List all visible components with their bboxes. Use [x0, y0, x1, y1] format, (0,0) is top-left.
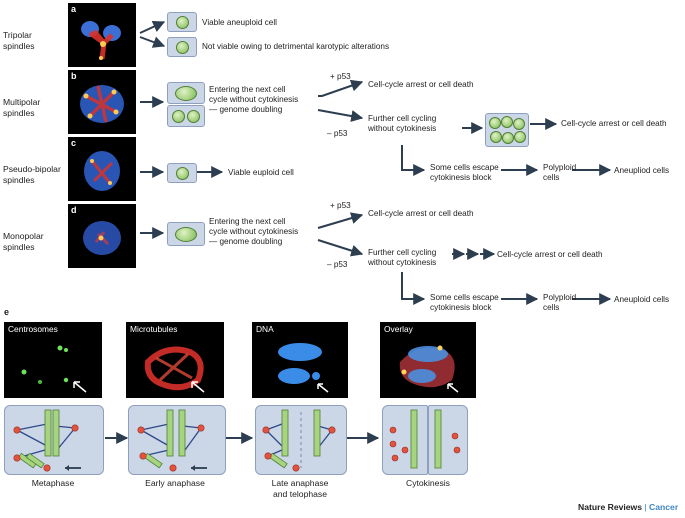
credit-separator: | [642, 502, 650, 512]
cell-icon [502, 132, 514, 144]
stage-metaphase-diagram [4, 405, 104, 475]
row-label-multipolar: Multipolar spindles [3, 97, 41, 118]
b-minus-p53: – p53 [327, 129, 348, 138]
row-label-tripolar: Tripolar spindles [3, 30, 35, 51]
cytokinesis-left-schematic [389, 409, 418, 469]
multinucleate-box [485, 113, 529, 147]
b-plus-p53: + p53 [330, 72, 351, 81]
monopolar-cell-image [83, 221, 121, 255]
tripolar-cell-image [81, 21, 121, 60]
cell-icon [176, 167, 189, 180]
stage-label-early-anaphase: Early anaphase [145, 478, 205, 488]
cell-icon [514, 131, 526, 143]
micrograph-b: b [68, 70, 136, 134]
micrograph-a: a [68, 3, 136, 67]
c-euploid-label: Viable euploid cell [228, 168, 294, 177]
microtubules-image [144, 346, 205, 393]
stage-cytokinesis-right [428, 405, 468, 475]
not-viable-label: Not viable owing to detrimental karotypi… [202, 42, 390, 51]
late-anaphase-schematic [262, 409, 336, 472]
dna-image [278, 343, 329, 393]
micrograph-d: d [68, 204, 136, 268]
d-minus-p53: – p53 [327, 260, 348, 269]
b-escape: Some cells escape cytokinesis block [430, 163, 499, 182]
stage-label-metaphase: Metaphase [31, 478, 75, 488]
micrograph-title: Overlay [384, 324, 413, 334]
cell-icon [175, 86, 197, 101]
stage-early-anaphase-diagram [128, 405, 226, 475]
d-entering-label: Entering the next cell cycle without cyt… [209, 217, 299, 246]
cell-icon [187, 110, 200, 123]
not-viable-box [167, 37, 197, 57]
pseudo-bipolar-cell-image [84, 151, 120, 191]
d-escape: Some cells escape cytokinesis block [430, 293, 499, 312]
micrograph-title: DNA [256, 324, 274, 334]
stage-cytokinesis-left [382, 405, 428, 475]
stage-label-late-anaphase: Late anaphase and telophase [271, 478, 329, 499]
cell-icon [489, 117, 501, 129]
cell-icon [175, 227, 197, 242]
overlay-image [399, 345, 459, 393]
micrograph-centrosomes: Centrosomes [4, 322, 102, 398]
journal-credit: Nature Reviews | Cancer [578, 502, 678, 512]
micrograph-c: c [68, 137, 136, 201]
micrograph-dna: DNA [252, 322, 348, 398]
b-entering-label: Entering the next cell cycle without cyt… [209, 85, 299, 114]
monopolar-doubling-box [167, 222, 205, 246]
cell-icon [172, 110, 185, 123]
cytokinesis-right-schematic [434, 409, 461, 469]
cell-icon [513, 118, 525, 130]
stage-late-anaphase-diagram [255, 405, 347, 475]
micrograph-title: Microtubules [130, 324, 178, 334]
panel-letter-e: e [4, 307, 10, 317]
metaphase-schematic [13, 409, 81, 472]
euploid-box [167, 163, 197, 183]
early-anaphase-schematic [137, 409, 207, 472]
d-polyploid: Polyploid cells [543, 293, 577, 312]
micrograph-title: Centrosomes [8, 324, 58, 334]
b-arrest-top: Cell-cycle arrest or cell death [368, 80, 474, 89]
panel-letter-a: a [71, 4, 77, 14]
b-aneuploid: Aneupliod cells [614, 166, 670, 175]
panel-letter-d: d [71, 205, 77, 215]
stage-label-cytokinesis: Cytokinesis [406, 478, 450, 488]
panel-letter-c: c [71, 138, 77, 148]
cell-icon [176, 16, 189, 29]
micrograph-microtubules: Microtubules [126, 322, 224, 398]
b-arrest-right: Cell-cycle arrest or cell death [561, 119, 667, 128]
viable-aneuploid-label: Viable aneuploid cell [202, 18, 277, 27]
b-polyploid: Polyploid cells [543, 163, 577, 182]
viable-aneuploid-box [167, 12, 197, 32]
cell-icon [176, 41, 189, 54]
d-further-cycling: Further cell cycling without cytokinesis [368, 248, 437, 267]
centrosomes-image [21, 345, 87, 393]
cell-icon [490, 131, 502, 143]
binucleate-box [167, 82, 205, 104]
panel-letter-b: b [71, 71, 77, 81]
d-aneuploid: Aneuploid cells [614, 295, 670, 304]
journal-name: Nature Reviews [578, 502, 643, 512]
two-cells-box [167, 105, 205, 127]
d-plus-p53: + p53 [330, 201, 351, 210]
micrograph-overlay: Overlay [380, 322, 476, 398]
row-label-monopolar: Monopolar spindles [3, 231, 44, 252]
journal-section: Cancer [649, 502, 679, 512]
d-arrest-top: Cell-cycle arrest or cell death [368, 209, 474, 218]
row-label-pseudo-bipolar: Pseudo-bipolar spindles [3, 164, 61, 185]
d-arrest-right: Cell-cycle arrest or cell death [497, 250, 603, 259]
multipolar-cell-image [80, 85, 124, 123]
b-further-cycling: Further cell cycling without cytokinesis [368, 114, 437, 133]
cell-icon [501, 116, 513, 128]
